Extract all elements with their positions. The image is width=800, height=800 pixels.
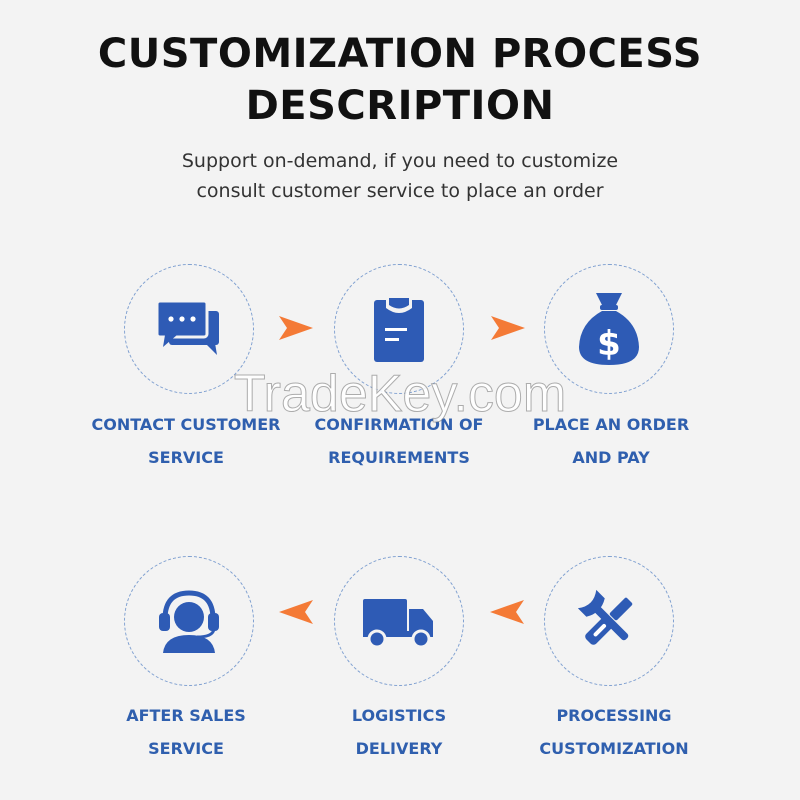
arrow-left-icon xyxy=(279,600,313,624)
step-circle-after-sales xyxy=(124,556,254,686)
headset-agent-icon xyxy=(159,590,219,653)
title-line-2: DESCRIPTION xyxy=(245,83,555,129)
svg-text:$: $ xyxy=(597,324,621,364)
step-label-line: LOGISTICS xyxy=(351,706,447,725)
clipboard-icon xyxy=(374,298,424,362)
step-label-line: AND PAY xyxy=(572,448,650,467)
step-label-order-pay: PLACE AN ORDER AND PAY xyxy=(496,408,726,474)
step-label-line: SERVICE xyxy=(148,739,224,758)
step-label-line: AFTER SALES xyxy=(126,706,246,725)
step-label-processing: PROCESSING CUSTOMIZATION xyxy=(499,699,729,765)
step-circle-confirmation xyxy=(334,264,464,394)
money-bag-icon: $ xyxy=(579,293,639,365)
step-label-confirmation: CONFIRMATION OF REQUIREMENTS xyxy=(284,408,514,474)
chat-bubbles-icon xyxy=(155,299,219,355)
step-label-line: PLACE AN ORDER xyxy=(532,415,690,434)
arrow-right-icon xyxy=(491,316,525,340)
arrow-left-icon xyxy=(490,600,524,624)
step-label-after-sales: AFTER SALES SERVICE xyxy=(71,699,301,765)
tools-icon xyxy=(577,589,633,645)
step-label-line: CONTACT CUSTOMER xyxy=(91,415,281,434)
step-label-line: REQUIREMENTS xyxy=(328,448,470,467)
page-title: CUSTOMIZATION PROCESS DESCRIPTION xyxy=(0,28,800,132)
step-circle-logistics xyxy=(334,556,464,686)
subtitle-line-2: consult customer service to place an ord… xyxy=(196,180,604,202)
truck-icon xyxy=(363,599,433,649)
title-line-1: CUSTOMIZATION PROCESS xyxy=(97,31,703,77)
step-label-line: PROCESSING xyxy=(556,706,672,725)
step-label-line: SERVICE xyxy=(148,448,224,467)
step-label-line: CONFIRMATION OF xyxy=(314,415,484,434)
subtitle: Support on-demand, if you need to custom… xyxy=(0,146,800,206)
step-label-contact: CONTACT CUSTOMER SERVICE xyxy=(71,408,301,474)
step-circle-processing xyxy=(544,556,674,686)
step-label-line: DELIVERY xyxy=(355,739,443,758)
arrow-right-icon xyxy=(279,316,313,340)
step-circle-contact xyxy=(124,264,254,394)
step-circle-order-pay: $ xyxy=(544,264,674,394)
subtitle-line-1: Support on-demand, if you need to custom… xyxy=(181,150,619,172)
step-label-line: CUSTOMIZATION xyxy=(539,739,689,758)
step-label-logistics: LOGISTICS DELIVERY xyxy=(284,699,514,765)
